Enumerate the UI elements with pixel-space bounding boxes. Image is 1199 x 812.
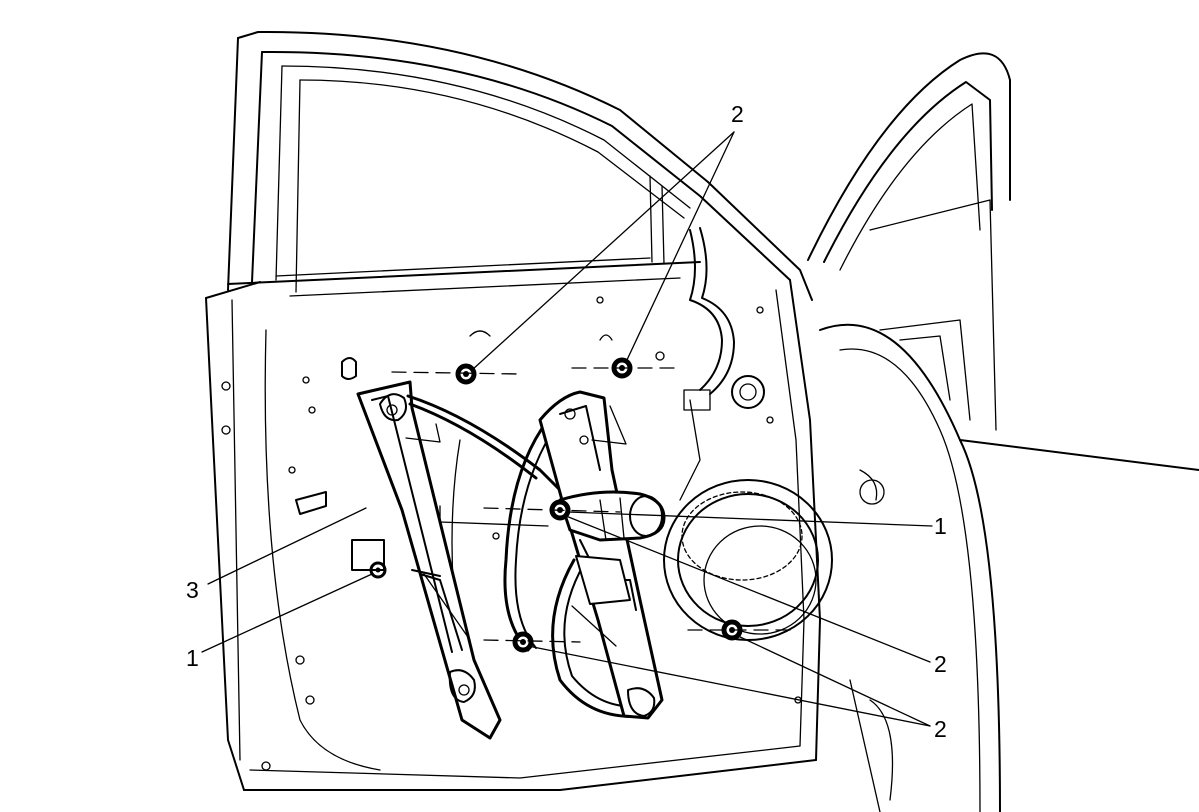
callout-right-1: 1 bbox=[934, 513, 947, 539]
regulator-front-rail bbox=[351, 380, 502, 740]
callout-labels: 2 1 3 1 2 2 bbox=[186, 101, 947, 742]
callout-right-2: 2 bbox=[934, 651, 947, 677]
leader-lines bbox=[201, 131, 933, 727]
speaker bbox=[663, 479, 833, 641]
callout-bottom-2: 2 bbox=[934, 716, 947, 742]
window-motor bbox=[558, 490, 666, 611]
bolt-axes bbox=[391, 367, 791, 647]
callout-top-2: 2 bbox=[731, 101, 744, 127]
rear-door-frame bbox=[807, 52, 1199, 812]
wire-harness bbox=[679, 227, 765, 501]
panel-holes bbox=[221, 296, 802, 771]
callout-left-3: 3 bbox=[186, 577, 199, 603]
regulator-rear-rail bbox=[538, 390, 664, 720]
callout-left-1: 1 bbox=[186, 645, 199, 671]
